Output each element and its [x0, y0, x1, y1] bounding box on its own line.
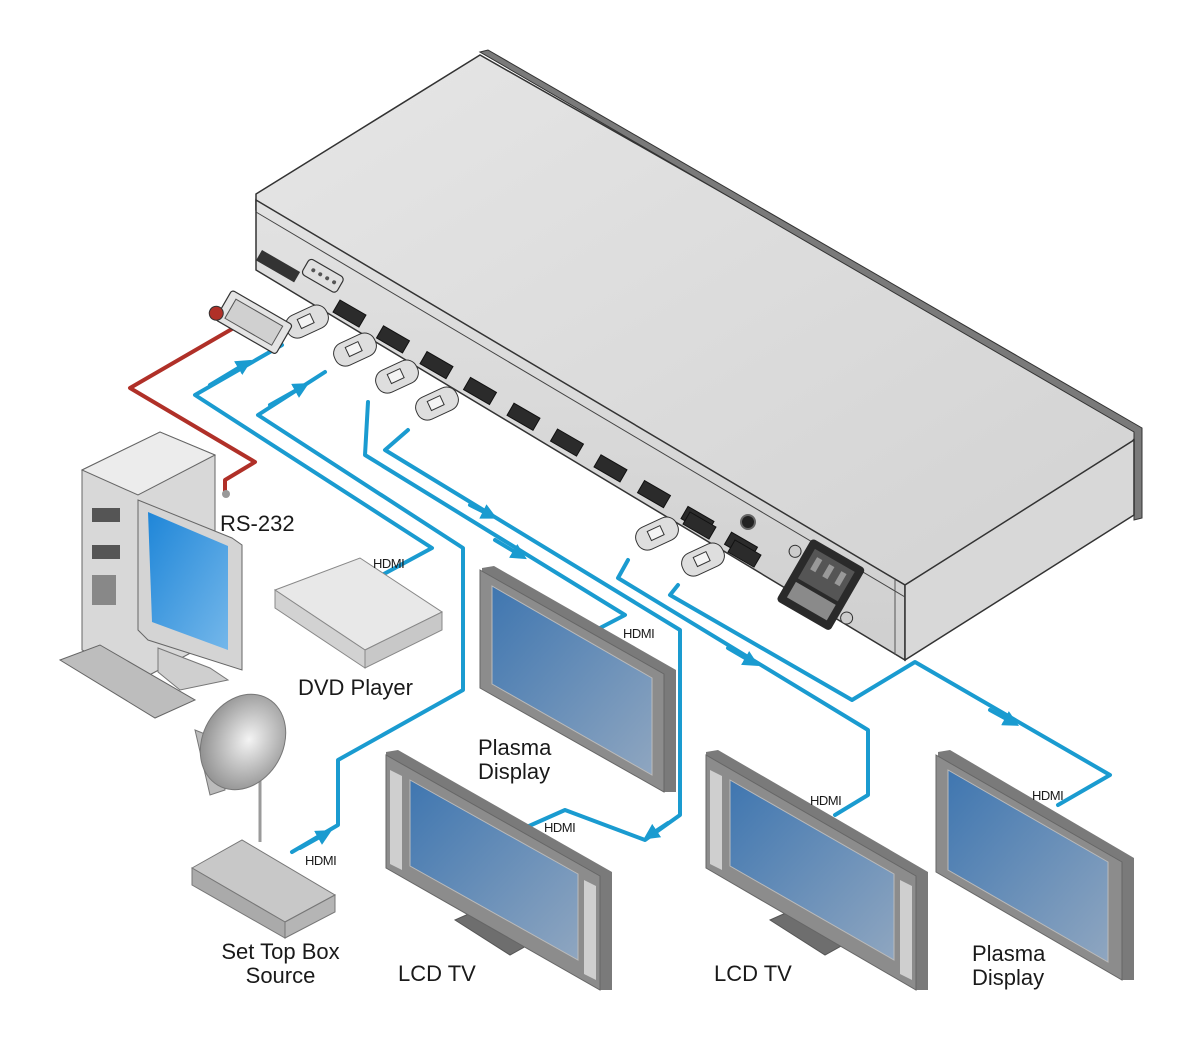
hdmi-label-plasma2: HDMI [1032, 788, 1064, 803]
cables [128, 320, 1112, 854]
hdmi-plug [375, 359, 419, 394]
hdmi-port-output-4 [636, 479, 672, 509]
lcd-tv-2 [705, 750, 928, 991]
hdmi-label-lcd2: HDMI [810, 793, 842, 808]
hdmi-plug [333, 332, 377, 367]
hdmi-label-stb: HDMI [305, 853, 337, 868]
hdmi-logo [255, 250, 301, 283]
plasma-display-1 [479, 566, 676, 793]
switcher-side-panel [904, 438, 1135, 662]
set-top-box-label: Set Top Box Source [221, 939, 340, 988]
remote-ir-jack [740, 514, 756, 530]
dvd-player [273, 557, 444, 669]
pc-monitor-screen [148, 512, 228, 650]
pc-keyboard [58, 644, 197, 719]
rs232-cable [128, 320, 257, 494]
plasma-display-1-label: Plasma Display [478, 735, 552, 784]
switcher-rear-rim [478, 49, 1143, 521]
power-socket [777, 539, 865, 630]
hdmi-port-output-8 [727, 539, 762, 568]
hdmi-cable-stb-in2 [256, 370, 465, 854]
hdmi-label-plasma1: HDMI [623, 626, 655, 641]
hdmi-port-output-3 [593, 454, 628, 483]
hdmi-plug [635, 516, 679, 551]
lcd-tv-1 [385, 750, 612, 991]
db9-connector [208, 290, 293, 354]
plasma-display-2-label: Plasma Display [972, 941, 1046, 990]
hdmi-port-output-2 [549, 428, 585, 457]
hdmi-port-output-1 [506, 402, 541, 432]
hdmi-port-in-1 [332, 299, 367, 328]
rs232-label: RS-232 [220, 511, 295, 536]
hdmi-label-dvd: HDMI [373, 556, 405, 571]
hdmi-plugs [285, 304, 725, 577]
hdmi-plug [681, 542, 725, 577]
hdmi-cable-out-lcd1 [383, 428, 682, 842]
plasma-display-2 [935, 750, 1134, 981]
hdmi-plug [415, 386, 459, 421]
hdmi-port-output-7 [682, 511, 717, 540]
hdmi-label-lcd1: HDMI [544, 820, 576, 835]
lcd-tv-2-label: LCD TV [714, 961, 792, 986]
pc-computer [58, 431, 243, 719]
hdmi-cable-out-lcd2 [616, 558, 870, 817]
matrix-switcher [255, 49, 1143, 662]
hdmi-port-in-4 [462, 376, 498, 406]
set-top-box [190, 839, 337, 939]
rs232-port [301, 258, 344, 293]
satellite-dish [194, 693, 287, 842]
hdmi-port-in-2 [375, 325, 411, 354]
dvd-player-label: DVD Player [298, 675, 413, 700]
hdmi-plug [285, 304, 329, 339]
lcd-tv-1-label: LCD TV [398, 961, 476, 986]
hdmi-port-row [332, 299, 762, 568]
hdmi-cable-out-plasma1 [363, 400, 627, 630]
hdmi-port-in-3 [419, 350, 454, 380]
hdmi-cable-out-plasma2 [668, 583, 1112, 807]
